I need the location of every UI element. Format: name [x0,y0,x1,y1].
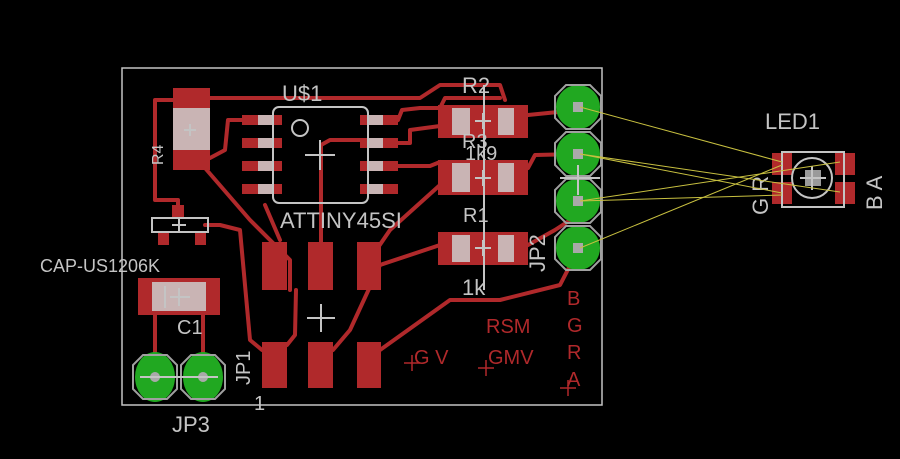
u1-label: U$1 [282,81,322,106]
jp2-pin[interactable] [554,131,602,177]
jp2-label: JP2 [525,234,550,272]
jp2-pin[interactable] [554,225,602,271]
header-jp2[interactable]: JP2 [525,84,602,272]
u1-value: ATTINY45SI [280,208,402,233]
board-outline [121,67,603,406]
led1-label: LED1 [765,109,820,134]
chip-u1[interactable]: U$1 ATTINY45SI [242,81,402,233]
r3-value: 1k9 [465,143,497,165]
pin1-marker-icon [291,119,309,137]
pin-label-b: B [567,288,580,310]
jp1-pin-label: 1 [254,393,265,415]
resistor-r4[interactable]: R4 [150,88,210,170]
gv-label: G V [414,347,449,369]
jp2-pin[interactable] [554,84,602,130]
led1[interactable]: LED1 G R B A [748,109,887,215]
c1-value: CAP-US1206K [40,256,160,276]
pin-label-g: G [567,315,583,337]
header-jp3[interactable]: JP3 [132,352,226,437]
r3-label: R3 [462,131,488,153]
copper-labels: RSM GMV G V B G R A [404,288,583,396]
jp3-label: JP3 [172,412,210,437]
airwires [579,106,841,249]
jp2-pin[interactable] [554,178,602,224]
capacitor-c1[interactable]: CAP-US1206K C1 [40,256,220,339]
gmv-label: GMV [488,347,534,369]
smd-pads[interactable]: JP1 1 [233,242,381,415]
r4-label: R4 [150,144,167,165]
r1-label: R1 [463,205,489,227]
r1-value: 1k [462,275,486,300]
led1-right-labels: B A [862,175,887,210]
small-part[interactable] [151,205,209,245]
c1-label: C1 [177,317,203,339]
rsm-label: RSM [486,316,530,338]
jp1-label: JP1 [233,351,255,385]
pin-label-a: A [567,369,581,391]
r2-label: R2 [462,73,490,98]
pin-label-r: R [567,342,581,364]
